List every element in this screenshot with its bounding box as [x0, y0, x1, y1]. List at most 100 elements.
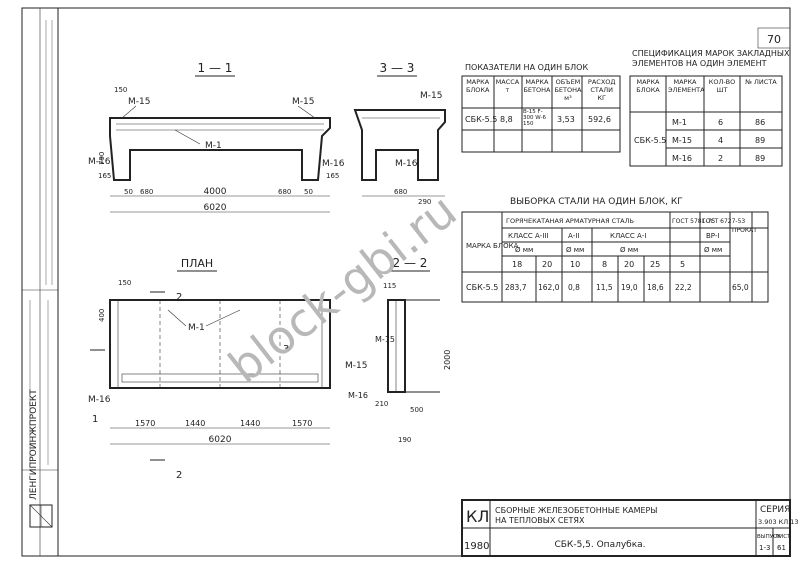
watermark-text: block-gbi.ru	[219, 183, 467, 393]
steel-val-4: 11,5	[596, 283, 613, 292]
dim-150: 150	[114, 86, 127, 94]
steel-col-block: МАРКА БЛОКА	[466, 242, 519, 250]
spec-r3-element: М-16	[672, 154, 692, 163]
steel-phi-2: Ø мм	[566, 246, 584, 254]
tb-series-label: СЕРИЯ	[760, 505, 790, 515]
spec-r2-sheet: 89	[755, 136, 765, 145]
steel-phi-3: Ø мм	[620, 246, 638, 254]
steel-table: ВЫБОРКА СТАЛИ НА ОДИН БЛОК, КГ МАРКА БЛО…	[461, 197, 769, 303]
tb-sheet-label: ЛИСТ	[775, 534, 791, 540]
ind-h-concrete: МАРКА БЕТОНА	[523, 78, 551, 94]
dim-190: 190	[398, 436, 411, 444]
steel-gost1: ГОСТ 5781-75	[672, 218, 715, 225]
steel-block: СБК-5.5	[466, 283, 498, 292]
ind-volume: 3,53	[557, 115, 575, 124]
ind-h-block: МАРКА БЛОКА	[465, 78, 490, 94]
label-m16-right: М-16	[322, 159, 345, 169]
dim-400-left: 400	[98, 309, 106, 322]
view-title-1-1: 1 — 1	[198, 61, 233, 75]
plan-view: ПЛАН М-1 М-15 М-16 3 2 2 1 1570 1440 144…	[88, 257, 367, 481]
dim-165-left: 165	[98, 172, 111, 180]
tb-sheet: 61	[777, 544, 786, 552]
spec-r3-sheet: 89	[755, 154, 765, 163]
tb-title-1: СБОРНЫЕ ЖЕЛЕЗОБЕТОННЫЕ КАМЕРЫ	[495, 506, 657, 515]
steel-val-6: 18,6	[647, 283, 664, 292]
steel-gost2: ГОСТ 6727-53	[702, 218, 745, 225]
steel-class-a3: КЛАСС А-III	[508, 232, 549, 240]
page-number: 70	[767, 33, 781, 46]
spec-block: СБК-5.5	[634, 136, 666, 145]
spec-r1-qty: 6	[718, 118, 723, 127]
section-1-1: 1 — 1 М-1 М-15 М-15 М-16 М-16 4000 6020 …	[88, 61, 345, 213]
tb-code: КЛ	[466, 507, 489, 526]
spec-r2-element: М-15	[672, 136, 692, 145]
dim-4000: 4000	[204, 187, 227, 197]
steel-title: ВЫБОРКА СТАЛИ НА ОДИН БЛОК, КГ	[510, 197, 683, 207]
dim-290-3-3: 290	[418, 198, 431, 206]
steel-dia-5: 20	[624, 260, 634, 269]
cut-mark-2-top: 2	[176, 292, 182, 303]
label-m15-plan: М-15	[345, 361, 367, 371]
tb-issue-label: ВЫПУСК	[757, 534, 781, 540]
dim-2000: 2000	[443, 350, 452, 370]
steel-dia-4: 8	[602, 260, 607, 269]
cut-mark-1: 1	[92, 414, 98, 425]
dim-6020-plan: 6020	[209, 435, 232, 445]
ind-h-steel: РАСХОД СТАЛИ КГ	[587, 78, 616, 102]
label-m1-plan: М-1	[188, 323, 205, 333]
dim-790: 790	[98, 152, 106, 165]
ind-concrete: В-15 F-300 W-6 150	[523, 109, 546, 127]
view-title-2-2: 2 — 2	[393, 256, 428, 270]
spec-h-block: МАРКА БЛОКА	[636, 78, 660, 94]
ind-steel: 592,6	[588, 115, 611, 124]
spec-h-sheet: № ЛИСТА	[745, 78, 777, 86]
steel-dia-3: 10	[570, 260, 580, 269]
cut-mark-2-bottom: 2	[176, 470, 182, 481]
view-title-3-3: 3 — 3	[380, 61, 415, 75]
tb-series: 3.903 КЛ.13	[758, 518, 799, 526]
steel-group-hot: ГОРЯЧЕКАТАНАЯ АРМАТУРНАЯ СТАЛЬ	[506, 217, 634, 225]
steel-class-a2: А-II	[568, 232, 579, 240]
label-m15-left: М-15	[128, 97, 150, 107]
label-m15-3-3: М-15	[420, 91, 442, 101]
steel-dia-1: 18	[512, 260, 522, 269]
side-stamp-org: ЛЕНГИПРОИНЖПРОЕКТ	[29, 389, 39, 500]
steel-val-2: 162,0	[538, 283, 560, 292]
steel-phi-1: Ø мм	[515, 246, 533, 254]
label-m16-left: М-16	[88, 157, 111, 167]
dim-210: 210	[375, 400, 388, 408]
spec-r1-sheet: 86	[755, 118, 765, 127]
dim-1440-left: 1440	[185, 419, 205, 428]
page-number-box	[757, 27, 791, 49]
steel-val-8: 65,0	[732, 283, 749, 292]
watermark: block-gbi.ru	[219, 183, 467, 393]
spec-r1-element: М-1	[672, 118, 687, 127]
spec-title-2: ЭЛЕМЕНТОВ НА ОДИН ЭЛЕМЕНТ	[632, 59, 767, 68]
callout-3-plan: 3	[283, 344, 289, 355]
label-m16-plan: М-16	[88, 395, 111, 405]
ind-h-volume: ОБЪЕМ БЕТОНА м³	[554, 78, 582, 102]
steel-rolled: ПРОКАТ	[732, 227, 757, 234]
label-m1-section: М-1	[205, 141, 222, 151]
dim-50-left: 50	[124, 188, 133, 196]
tb-title-2: НА ТЕПЛОВЫХ СЕТЯХ	[495, 516, 585, 525]
section-2-2: 2 — 2 2000 115 М-15 М-16 190 210 500	[348, 256, 452, 444]
indicators-table: ПОКАЗАТЕЛИ НА ОДИН БЛОК МАРКА БЛОКА МАСС…	[461, 63, 621, 153]
dim-150-plan: 150	[118, 279, 131, 287]
dim-50-right: 50	[304, 188, 313, 196]
dim-6020-section: 6020	[204, 203, 227, 213]
indicators-title: ПОКАЗАТЕЛИ НА ОДИН БЛОК	[465, 63, 588, 72]
view-title-plan: ПЛАН	[181, 257, 213, 270]
steel-dia-7: 5	[680, 260, 685, 269]
steel-class-a1: КЛАСС А-I	[610, 232, 646, 240]
steel-val-7: 22,2	[675, 283, 692, 292]
label-m15-right: М-15	[292, 97, 314, 107]
dim-1570-left: 1570	[135, 419, 155, 428]
dim-1570-right: 1570	[292, 419, 312, 428]
tb-year: 1980	[464, 541, 489, 552]
section-3-3: 3 — 3 М-15 М-16 680 290	[353, 61, 446, 206]
side-stamp: ЛЕНГИПРОИНЖПРОЕКТ	[22, 8, 59, 556]
spec-table: СПЕЦИФИКАЦИЯ МАРОК ЗАКЛАДНЫХ ЭЛЕМЕНТОВ Н…	[629, 49, 790, 167]
label-m16-3-3: М-16	[395, 159, 418, 169]
